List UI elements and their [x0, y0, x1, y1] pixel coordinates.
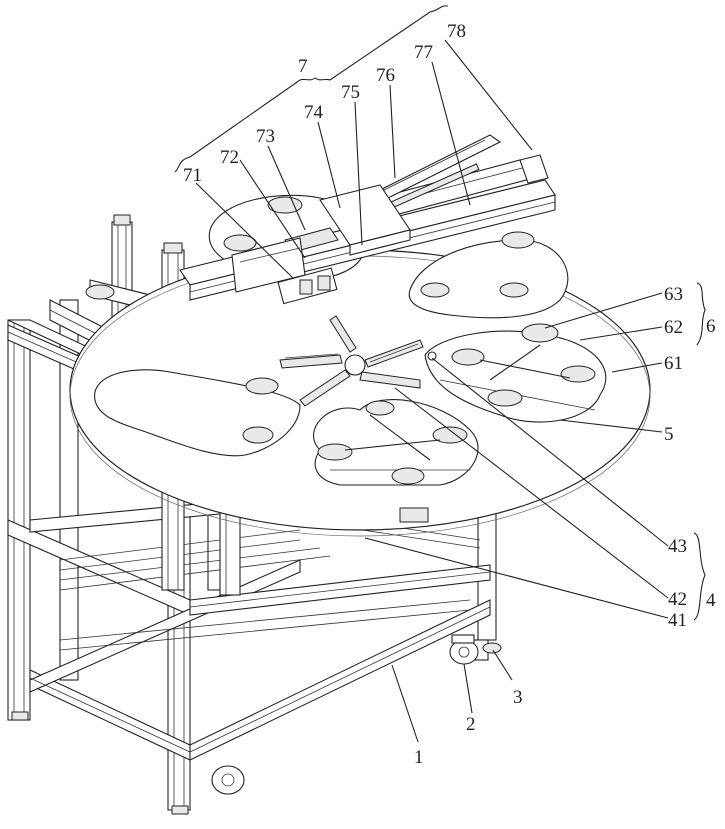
label-74: 74: [304, 102, 324, 123]
label-6: 6: [706, 316, 716, 337]
label-41: 41: [668, 610, 687, 631]
label-7: 7: [298, 56, 308, 77]
label-62: 62: [664, 317, 683, 338]
label-43: 43: [668, 536, 687, 557]
label-42: 42: [668, 589, 687, 610]
label-3: 3: [513, 687, 523, 708]
label-5: 5: [664, 424, 674, 445]
label-2: 2: [466, 714, 476, 735]
label-63: 63: [664, 284, 683, 305]
label-76: 76: [376, 65, 395, 86]
label-61: 61: [664, 353, 683, 374]
label-78: 78: [447, 21, 466, 42]
label-4: 4: [706, 590, 716, 611]
label-72: 72: [220, 147, 239, 168]
label-71: 71: [183, 165, 202, 186]
label-77: 77: [414, 42, 433, 63]
label-1: 1: [414, 747, 424, 768]
label-75: 75: [341, 82, 360, 103]
label-73: 73: [256, 126, 275, 147]
